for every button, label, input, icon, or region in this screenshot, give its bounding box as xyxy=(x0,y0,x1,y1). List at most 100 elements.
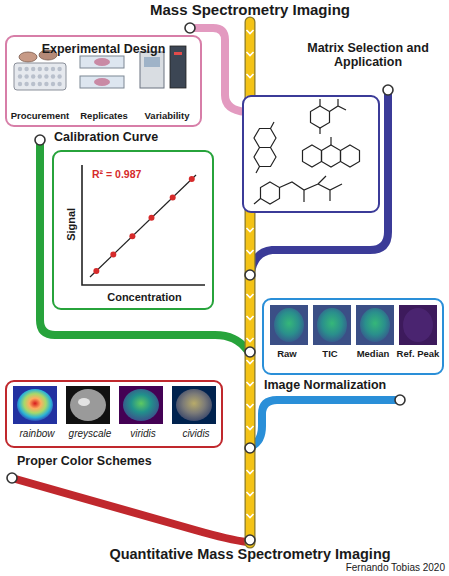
station xyxy=(395,395,405,405)
well xyxy=(18,74,22,78)
acridine-ring xyxy=(341,145,360,167)
dhb-ring xyxy=(311,106,330,128)
chevron xyxy=(247,52,254,56)
image-label: TIC xyxy=(308,349,352,360)
thumb-tissue xyxy=(403,308,433,342)
green-line xyxy=(40,140,247,350)
chevron xyxy=(247,250,254,254)
instrument-tower xyxy=(170,46,186,88)
well-plate xyxy=(14,63,66,90)
data-point xyxy=(170,194,176,200)
box-ground xyxy=(243,96,379,212)
scheme-label: viridis xyxy=(116,428,170,440)
box-heading: Experimental Design xyxy=(7,42,200,56)
box-heading: Matrix Selection and Application xyxy=(302,41,434,70)
data-point xyxy=(93,268,99,274)
scheme-label: greyscale xyxy=(63,428,117,440)
instrument-light xyxy=(174,52,182,55)
well xyxy=(31,74,35,78)
r-squared: R² = 0.987 xyxy=(92,168,172,180)
thumb xyxy=(66,386,110,424)
axis-title: Concentration xyxy=(82,291,207,304)
box-ground xyxy=(53,151,213,309)
well xyxy=(38,67,42,71)
well xyxy=(18,82,22,86)
well xyxy=(18,67,22,71)
scheme-label: rainbow xyxy=(10,428,64,440)
station xyxy=(245,535,255,545)
thumb xyxy=(172,386,216,424)
chca-chain xyxy=(254,176,342,204)
normalization-thumbs xyxy=(270,305,437,345)
well xyxy=(51,74,55,78)
well xyxy=(24,74,28,78)
well xyxy=(51,82,55,86)
station xyxy=(7,473,17,483)
calibration-box: Calibration CurveR² = 0.987SignalConcent… xyxy=(52,150,214,310)
box-heading: Calibration Curve xyxy=(54,130,214,144)
box-heading: Image Normalization xyxy=(264,378,434,392)
stations xyxy=(7,23,405,545)
mouse xyxy=(19,52,37,62)
well xyxy=(57,82,61,86)
plate-wells xyxy=(18,67,62,86)
dan-ring xyxy=(254,148,276,167)
data-point xyxy=(129,233,135,239)
chevron xyxy=(247,228,254,232)
thumb-tissue xyxy=(274,308,304,342)
well xyxy=(38,82,42,86)
fit-line xyxy=(90,175,196,277)
thumb xyxy=(119,386,163,424)
image-label: Median xyxy=(351,349,395,360)
well xyxy=(24,67,28,71)
station xyxy=(245,347,255,357)
well xyxy=(44,67,48,71)
box-ground xyxy=(263,299,443,374)
data-point xyxy=(148,215,154,221)
blue-line xyxy=(252,400,400,446)
thumb-spot xyxy=(78,398,90,406)
slide xyxy=(80,76,124,88)
credit-note: Fernando Tobias 2020 xyxy=(300,562,445,574)
calibration-chart xyxy=(82,165,205,285)
chevron xyxy=(247,404,254,408)
chart-axes xyxy=(82,165,205,285)
chca-ring xyxy=(261,182,280,204)
slide xyxy=(80,56,124,68)
thumb xyxy=(313,305,351,345)
colorscheme-box: Proper Color Schemesrainbowgreyscaleviri… xyxy=(5,380,223,448)
icon-label: Variability xyxy=(134,111,200,122)
well xyxy=(31,67,35,71)
thumb-tissue xyxy=(176,389,212,421)
box-heading: Proper Color Schemes xyxy=(17,454,187,468)
icon-label: Procurement xyxy=(7,111,73,122)
chevron xyxy=(247,514,254,518)
tissue xyxy=(94,58,110,66)
data-points xyxy=(93,176,194,274)
station xyxy=(35,135,45,145)
acridine-bond xyxy=(330,137,331,145)
chevron xyxy=(247,338,254,342)
station xyxy=(185,23,195,33)
thumb xyxy=(13,386,57,424)
box-ground xyxy=(6,36,201,126)
dhb-bonds xyxy=(320,99,346,134)
thumb-tissue xyxy=(70,389,106,421)
chevron xyxy=(247,30,254,34)
chevron xyxy=(247,316,254,320)
scheme-label: cividis xyxy=(169,428,223,440)
design-box: Experimental DesignProcurementReplicates… xyxy=(5,35,202,127)
thumb-tissue xyxy=(317,308,347,342)
chevron xyxy=(247,426,254,430)
well xyxy=(31,82,35,86)
station xyxy=(245,443,255,453)
instrument xyxy=(140,52,164,88)
chevron xyxy=(247,74,254,78)
image-label: Ref. Peak xyxy=(393,349,443,360)
chevron xyxy=(247,492,254,496)
thumb xyxy=(356,305,394,345)
thumb xyxy=(399,305,437,345)
dan-ring xyxy=(254,129,276,148)
chevron xyxy=(247,360,254,364)
station xyxy=(383,85,393,95)
